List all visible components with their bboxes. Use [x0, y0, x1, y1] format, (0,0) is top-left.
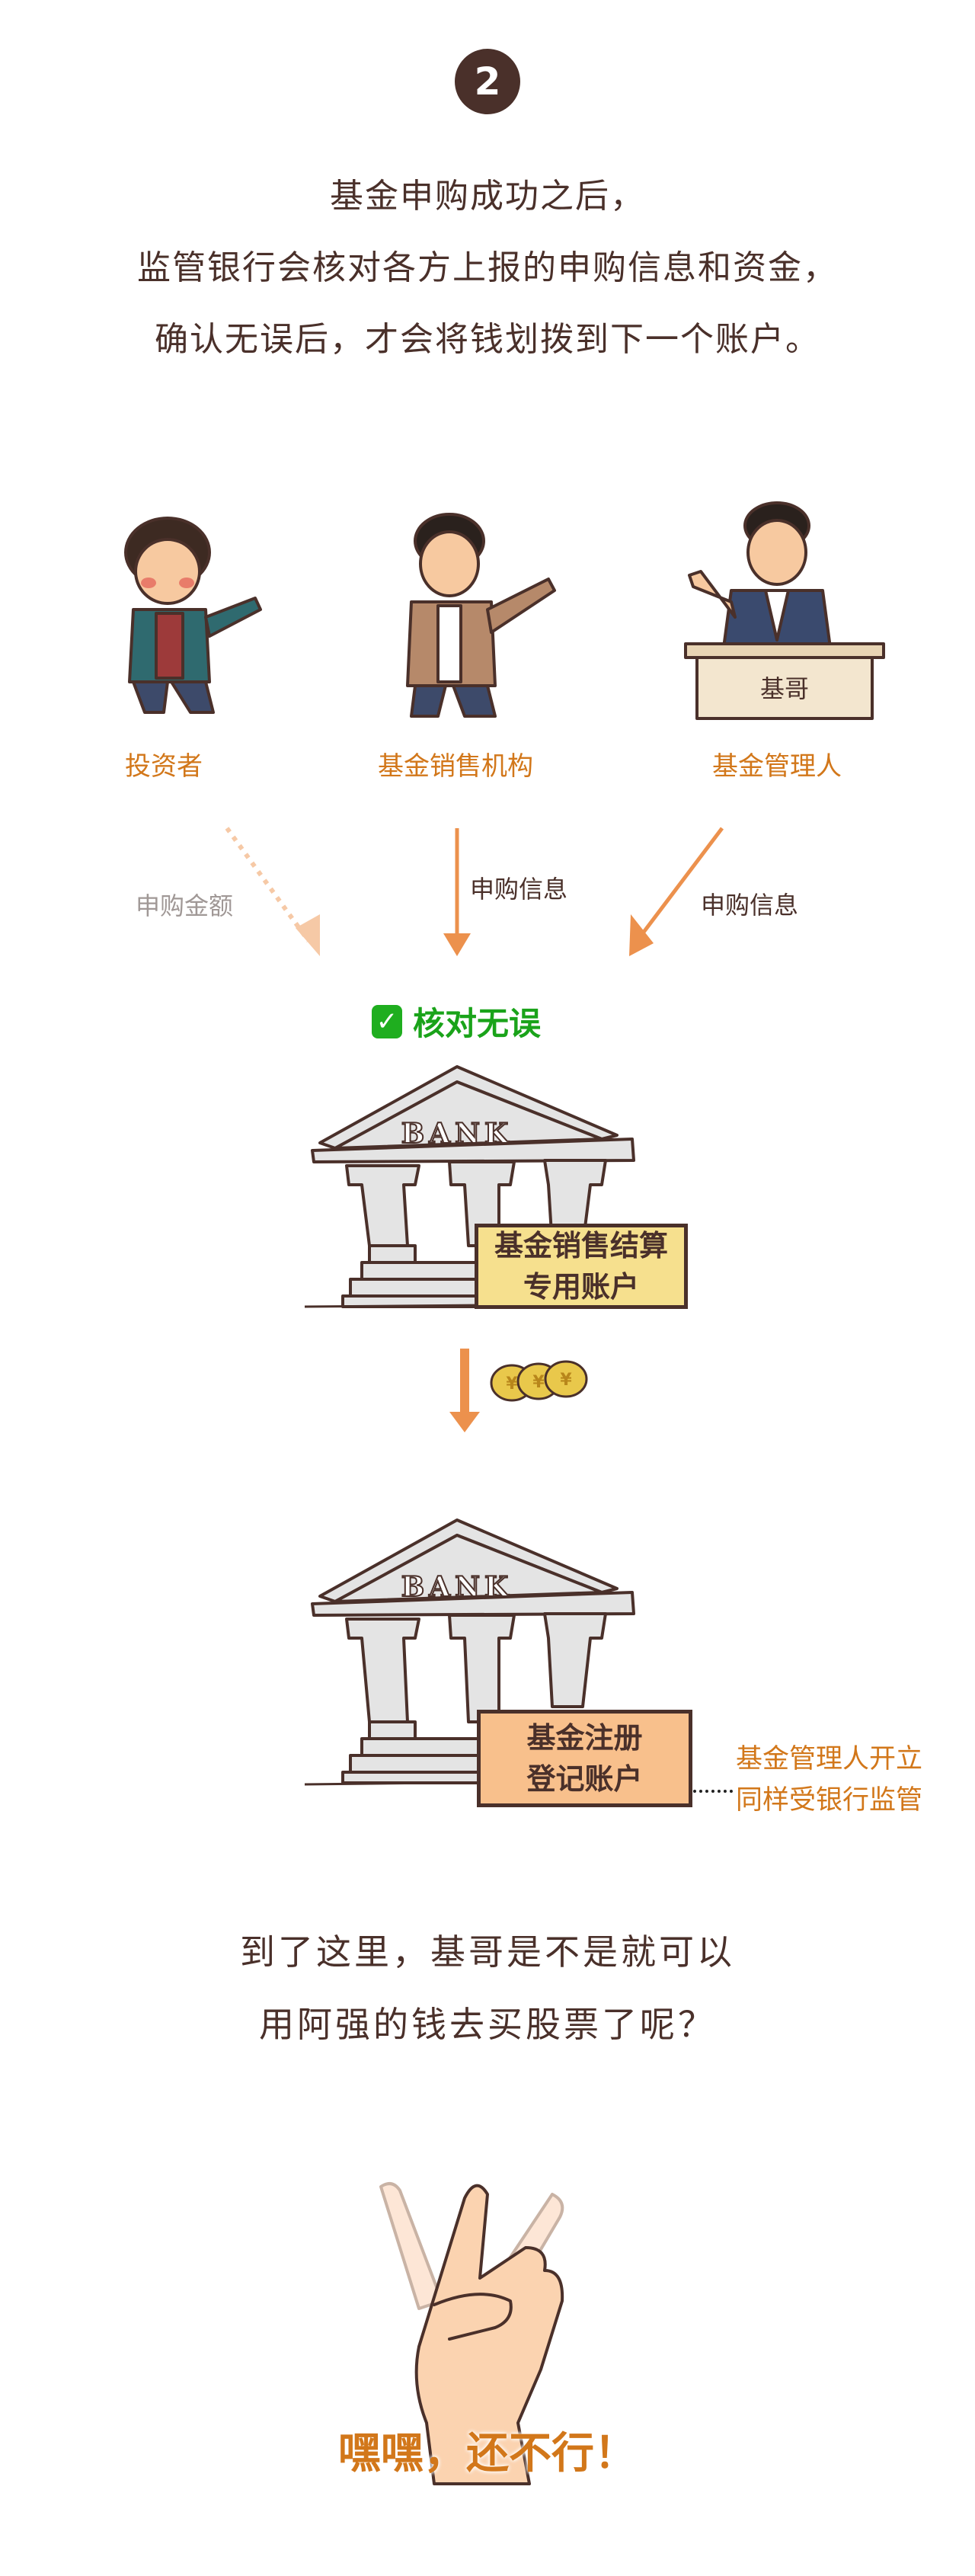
- flow-label-manager-info: 申购信息: [701, 891, 799, 920]
- question-line-2: 用阿强的钱去买股票了呢？: [259, 2004, 716, 2045]
- nameplate-text: 基哥: [760, 674, 809, 703]
- investor-illustration: [124, 517, 262, 714]
- investor-arrow-line: [225, 827, 311, 942]
- bank-sign-2: BANK: [401, 1571, 513, 1603]
- transfer-arrow: ¥ ¥ ¥: [449, 1349, 588, 1432]
- account1-line-2: 专用账户: [523, 1270, 639, 1304]
- check-label: 核对无误: [413, 1005, 542, 1042]
- account2-note-line-1: 基金管理人开立: [736, 1744, 923, 1774]
- step-badge: 2: [455, 49, 520, 114]
- check-status: ✓ 核对无误: [372, 998, 541, 1045]
- coins-icon: [490, 1360, 588, 1402]
- sales-agent-illustration: [406, 513, 556, 718]
- manager-arrow-line: [638, 827, 724, 939]
- role-sales-agency: 基金销售机构: [378, 751, 533, 782]
- fund-manager-illustration: 基哥: [684, 501, 885, 720]
- intro-line-2: 监管银行会核对各方上报的申购信息和资金，: [137, 248, 838, 287]
- note-connector: [693, 1790, 733, 1793]
- account-fund-registration: 基金注册 登记账户: [477, 1710, 692, 1807]
- check-box-icon: ✓: [372, 1004, 402, 1038]
- account2-note-line-2: 同样受银行监管: [736, 1785, 923, 1816]
- account-sales-settlement: 基金销售结算 专用账户: [475, 1224, 688, 1309]
- bank-sign-1: BANK: [401, 1118, 513, 1150]
- flow-arrows: [225, 827, 724, 956]
- manager-arrowhead: [629, 914, 654, 956]
- svg-text:¥: ¥: [532, 1373, 545, 1392]
- investor-arrowhead: [296, 914, 320, 956]
- step-number: 2: [474, 59, 501, 104]
- flow-label-amount: 申购金额: [136, 891, 234, 920]
- account2-line-1: 基金注册: [526, 1721, 643, 1755]
- punchline: 嘿嘿，还不行！: [338, 2429, 637, 2478]
- account2-note: 基金管理人开立 同样受银行监管: [736, 1739, 922, 1821]
- svg-text:¥: ¥: [506, 1374, 518, 1394]
- question-line-1: 到了这里，基哥是不是就可以: [240, 1931, 735, 1973]
- intro-line-1: 基金申购成功之后，: [330, 177, 645, 216]
- flow-label-sales-info: 申购信息: [470, 875, 568, 904]
- bank-illustration-2: BANK: [304, 1518, 635, 1786]
- sales-arrowhead: [443, 933, 471, 956]
- svg-text:¥: ¥: [560, 1371, 572, 1390]
- intro-line-3: 确认无误后，才会将钱划拨到下一个账户。: [155, 320, 820, 359]
- account1-line-1: 基金销售结算: [494, 1229, 668, 1262]
- account2-line-2: 登记账户: [526, 1762, 643, 1796]
- role-fund-manager: 基金管理人: [712, 751, 842, 782]
- hand-illustration: [379, 2182, 564, 2485]
- role-investor: 投资者: [125, 751, 203, 782]
